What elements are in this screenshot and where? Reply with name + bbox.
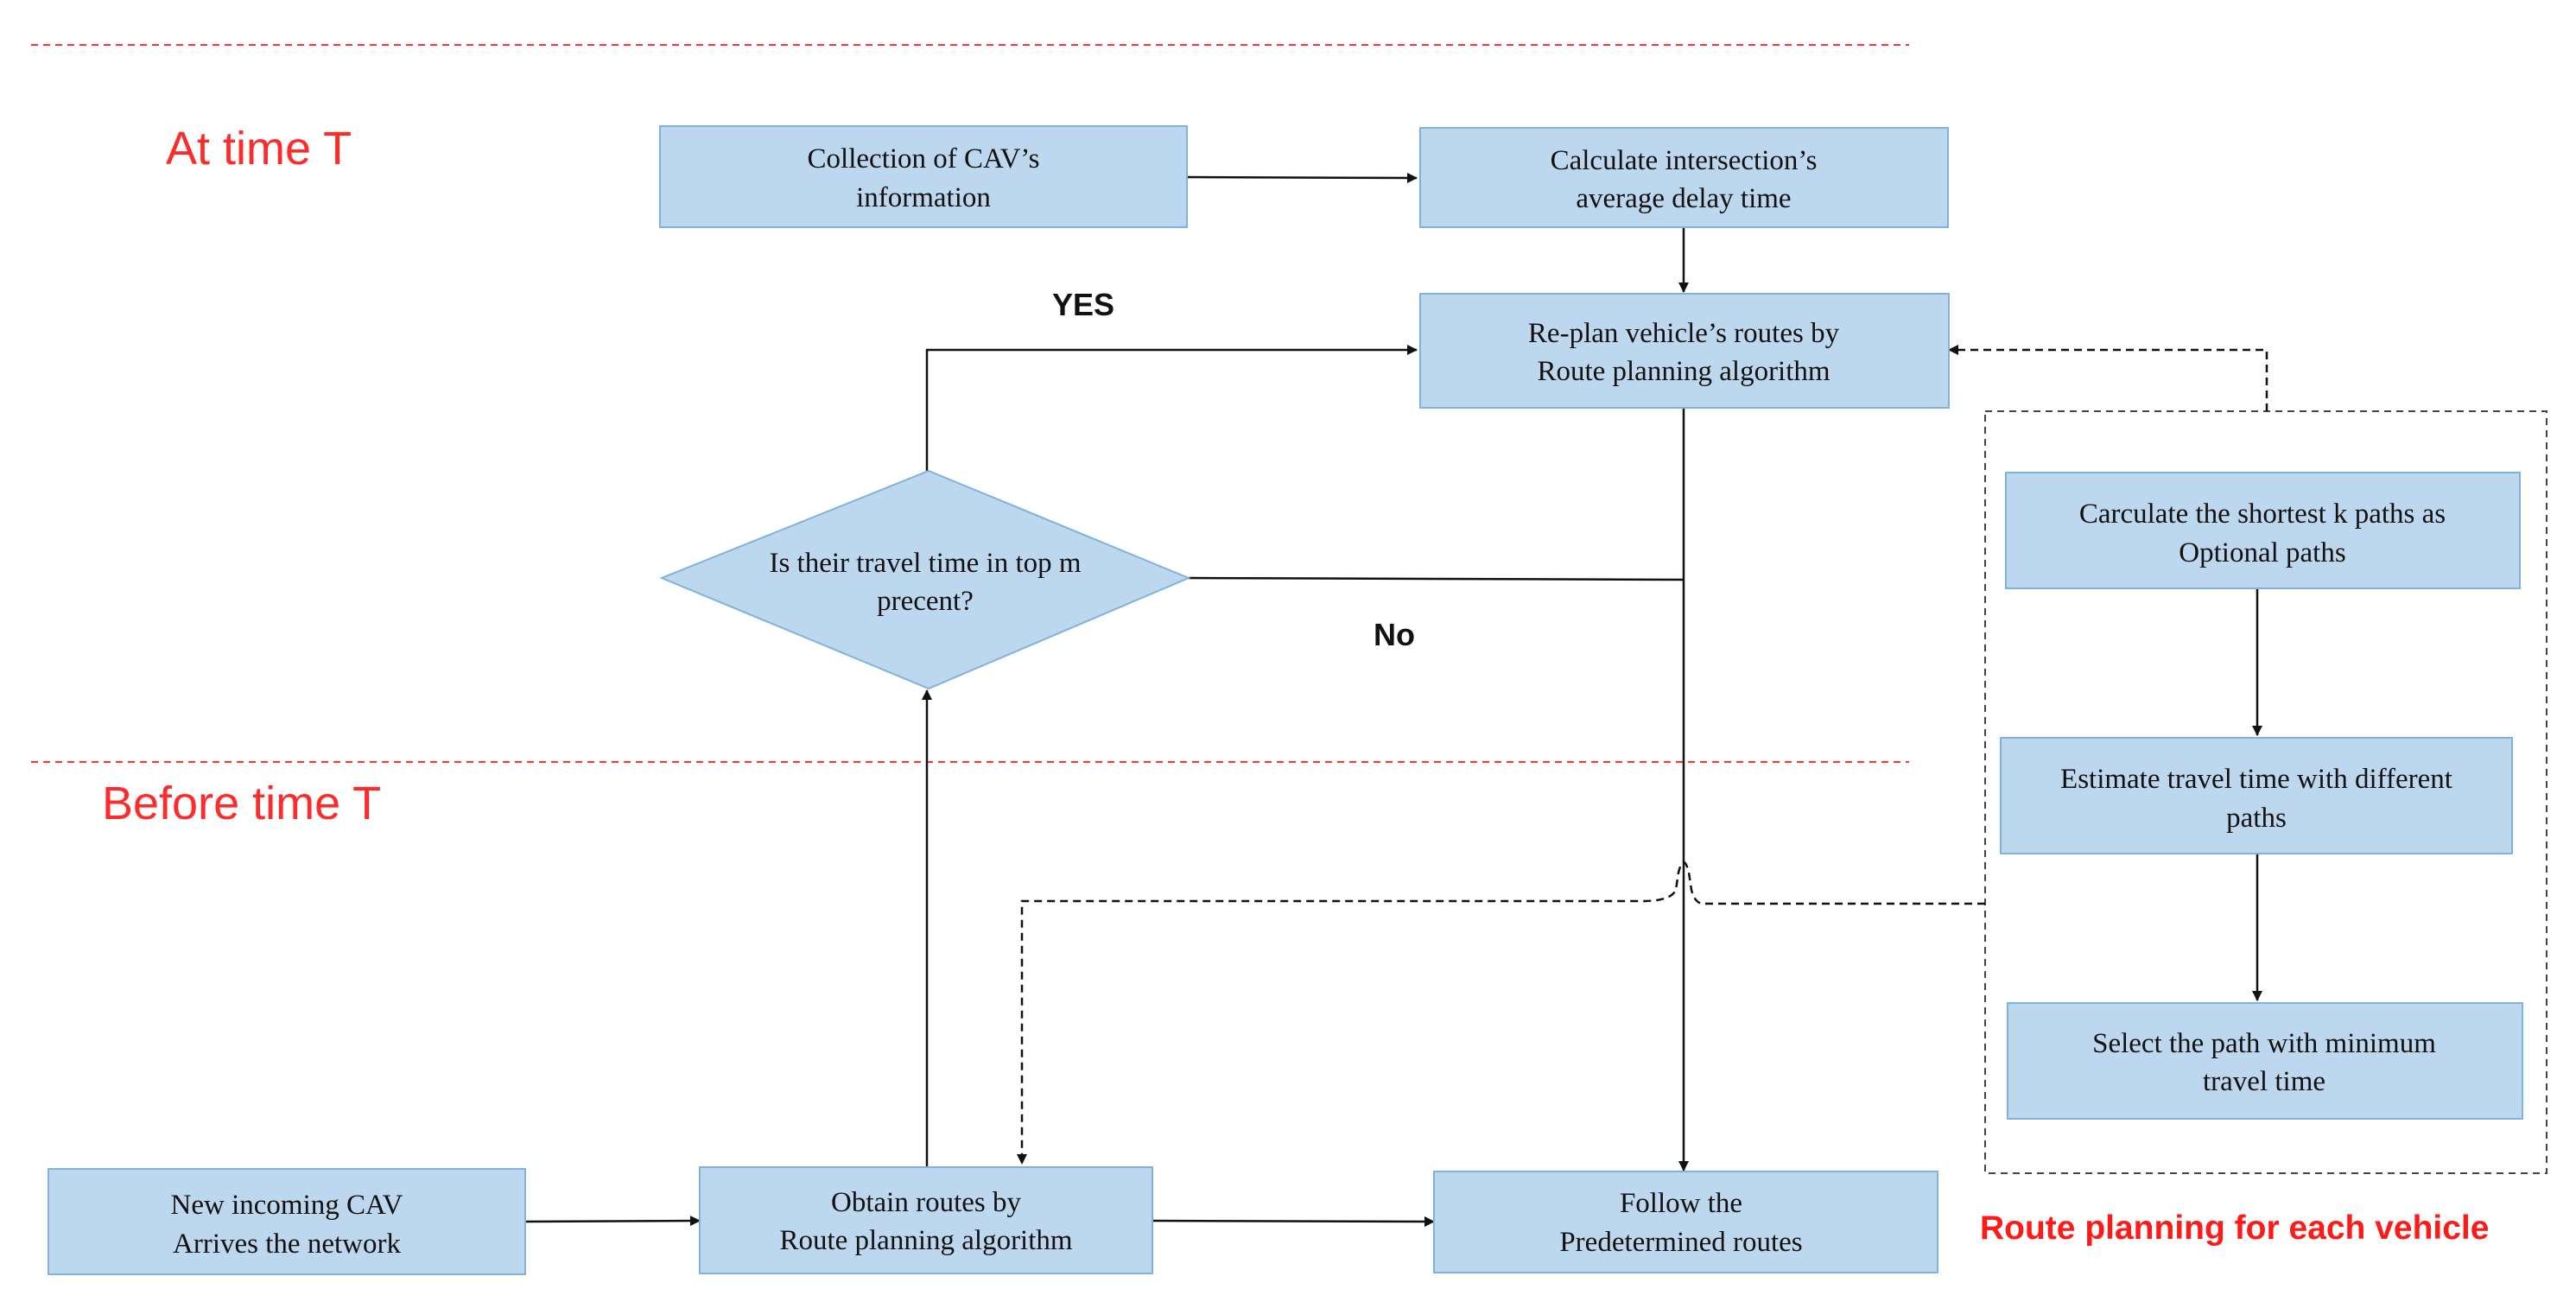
branch-label-yes: YES: [1052, 287, 1114, 322]
node-shortest-k: Carculate the shortest k paths as Option…: [2005, 472, 2521, 589]
svg-text:Collection of CAV’s: Collection of CAV’s: [808, 143, 1040, 175]
arrow-yes-to-replan: [925, 345, 1418, 471]
section-label-at-time: At time T: [166, 123, 352, 175]
node-obtain-routes: Obtain routes by Route planning algorith…: [699, 1166, 1153, 1274]
arrow-new-to-obtain: [524, 1216, 701, 1227]
group-caption: Route planning for each vehicle: [1980, 1210, 2489, 1247]
dashed-arrow-group-to-replan: [1948, 345, 2268, 411]
svg-text:New incoming CAV: New incoming CAV: [171, 1190, 403, 1221]
svg-text:Re-plan vehicle’s routes by: Re-plan vehicle’s routes by: [1528, 318, 1840, 349]
svg-text:Is their travel time in top m: Is their travel time in top m: [769, 548, 1081, 579]
dashed-arrow-group-to-obtain: [1017, 860, 1985, 1165]
svg-text:Follow the: Follow the: [1620, 1188, 1742, 1219]
section-label-before-time: Before time T: [102, 778, 381, 829]
node-estimate: Estimate travel time with different path…: [2000, 737, 2513, 854]
svg-text:Optional paths: Optional paths: [2179, 537, 2345, 568]
svg-text:travel time: travel time: [2203, 1066, 2325, 1097]
branch-label-no: No: [1374, 617, 1415, 652]
line-decision-no: [1188, 576, 1685, 581]
node-calc-delay: Calculate intersection’s average delay t…: [1419, 127, 1949, 228]
node-decision: Is their travel time in top m precent?: [659, 469, 1191, 690]
node-select-path: Select the path with minimum travel time: [2007, 1002, 2523, 1120]
arrow-collection-to-calc: [1186, 172, 1418, 183]
svg-text:Estimate travel time with diff: Estimate travel time with different: [2060, 764, 2452, 795]
svg-text:Route planning algorithm: Route planning algorithm: [779, 1225, 1072, 1256]
node-new-cav: New incoming CAV Arrives the network: [48, 1168, 526, 1275]
svg-text:Arrives the network: Arrives the network: [173, 1229, 401, 1260]
svg-text:information: information: [856, 182, 991, 213]
svg-text:Select the path with minimum: Select the path with minimum: [2092, 1028, 2436, 1059]
svg-text:Obtain routes by: Obtain routes by: [831, 1187, 1021, 1218]
svg-text:Calculate intersection’s: Calculate intersection’s: [1551, 145, 1818, 176]
node-follow: Follow the Predetermined routes: [1433, 1171, 1938, 1273]
node-collection: Collection of CAV’s information: [659, 125, 1188, 228]
node-replan: Re-plan vehicle’s routes by Route planni…: [1419, 293, 1950, 409]
svg-text:Predetermined routes: Predetermined routes: [1559, 1227, 1802, 1258]
svg-text:paths: paths: [2226, 803, 2287, 834]
svg-text:Route planning algorithm: Route planning algorithm: [1537, 356, 1830, 387]
svg-text:Carculate the shortest k paths: Carculate the shortest k paths as: [2079, 498, 2446, 530]
svg-text:average delay time: average delay time: [1576, 183, 1791, 214]
arrow-obtain-to-follow: [1152, 1216, 1435, 1227]
svg-text:precent?: precent?: [877, 586, 974, 617]
